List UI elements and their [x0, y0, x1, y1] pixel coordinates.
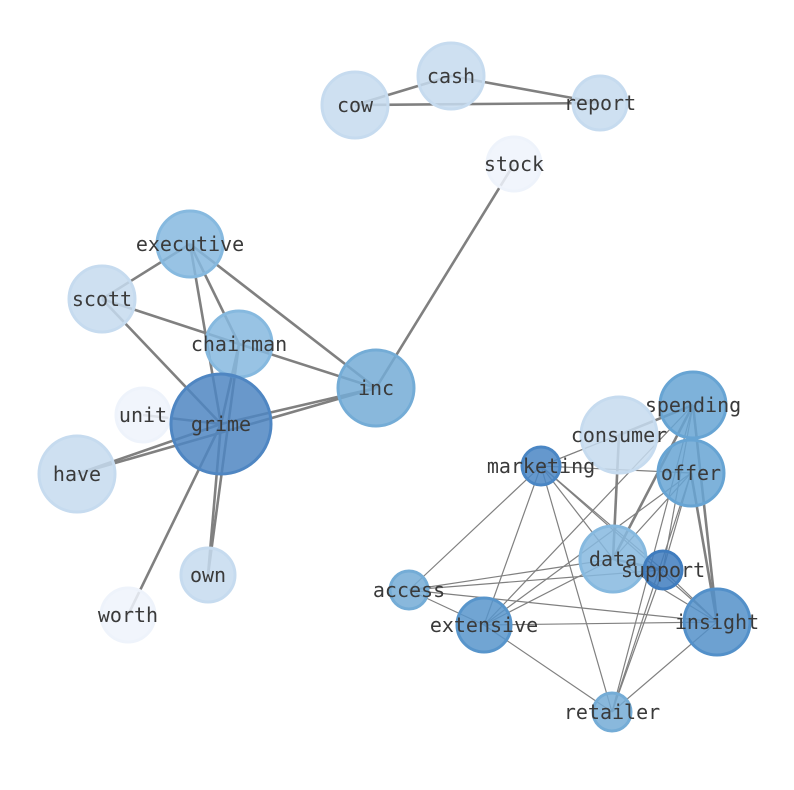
node-circle-spending: [658, 370, 728, 440]
node-label-support: support: [621, 558, 705, 582]
node-label-marketing: marketing: [487, 454, 595, 478]
node-cash: cash: [416, 41, 486, 111]
node-spending: spending: [645, 370, 741, 440]
node-label-insight: insight: [675, 610, 759, 634]
node-have: have: [37, 434, 117, 514]
node-label-executive: executive: [136, 232, 244, 256]
edge-cow-report: [354, 101, 601, 107]
node-report: report: [564, 74, 636, 132]
node-circle-access: [388, 569, 430, 611]
node-circle-executive: [155, 209, 225, 279]
node-circle-own: [179, 546, 237, 604]
node-access: access: [373, 569, 445, 611]
node-label-chairman: chairman: [191, 332, 287, 356]
edge-support-retailer: [611, 569, 664, 713]
node-label-extensive: extensive: [430, 613, 538, 637]
node-circle-support: [642, 549, 684, 591]
node-label-spending: spending: [645, 393, 741, 417]
node-inc: inc: [336, 348, 416, 428]
node-executive: executive: [136, 209, 244, 279]
edge-marketing-access: [408, 465, 542, 591]
node-data: data: [578, 524, 648, 594]
edge-stock-inc: [374, 163, 516, 389]
node-chairman: chairman: [191, 309, 287, 379]
node-label-scott: scott: [72, 287, 132, 311]
node-label-cow: cow: [337, 93, 374, 117]
node-label-access: access: [373, 578, 445, 602]
node-circle-worth: [99, 586, 157, 644]
node-circle-cow: [320, 70, 390, 140]
node-circle-insight: [682, 587, 752, 657]
node-label-retailer: retailer: [564, 700, 660, 724]
node-consumer: consumer: [571, 395, 667, 475]
node-retailer: retailer: [564, 691, 660, 733]
node-label-inc: inc: [358, 376, 394, 400]
node-circle-cash: [416, 41, 486, 111]
node-own: own: [179, 546, 237, 604]
node-offer: offer: [656, 438, 726, 508]
node-marketing: marketing: [487, 445, 595, 487]
node-stock: stock: [484, 135, 544, 193]
node-circle-extensive: [455, 596, 513, 654]
node-label-report: report: [564, 91, 636, 115]
node-grime: grime: [169, 372, 273, 476]
node-worth: worth: [98, 586, 158, 644]
node-circle-inc: [336, 348, 416, 428]
node-support: support: [621, 549, 705, 591]
node-label-consumer: consumer: [571, 423, 667, 447]
node-label-offer: offer: [661, 461, 721, 485]
node-circle-marketing: [520, 445, 562, 487]
node-circle-report: [571, 74, 629, 132]
node-cow: cow: [320, 70, 390, 140]
node-label-unit: unit: [119, 403, 167, 427]
node-scott: scott: [67, 264, 137, 334]
edge-extensive-insight: [483, 621, 718, 626]
node-label-data: data: [589, 547, 637, 571]
node-circle-have: [37, 434, 117, 514]
node-insight: insight: [675, 587, 759, 657]
edge-access-insight: [408, 589, 718, 623]
nodes-layer: cash cow report stock executive scott chairman…: [37, 41, 759, 733]
edge-spending-extensive: [483, 404, 694, 626]
node-label-stock: stock: [484, 152, 544, 176]
edge-offer-retailer: [611, 472, 692, 713]
node-circle-offer: [656, 438, 726, 508]
node-circle-scott: [67, 264, 137, 334]
node-label-worth: worth: [98, 603, 158, 627]
node-label-cash: cash: [427, 64, 475, 88]
node-circle-unit: [114, 386, 172, 444]
node-label-own: own: [190, 563, 226, 587]
node-circle-grime: [169, 372, 273, 476]
node-circle-consumer: [579, 395, 659, 475]
edge-marketing-retailer: [540, 465, 613, 713]
node-circle-retailer: [591, 691, 633, 733]
node-label-grime: grime: [191, 412, 251, 436]
node-unit: unit: [114, 386, 172, 444]
node-extensive: extensive: [430, 596, 538, 654]
node-circle-stock: [485, 135, 543, 193]
node-label-have: have: [53, 462, 101, 486]
